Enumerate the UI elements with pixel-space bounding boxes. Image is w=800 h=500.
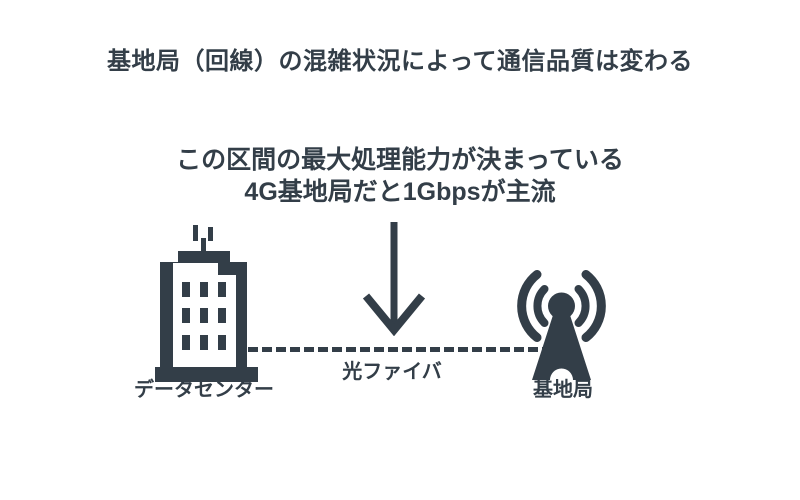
fiber-dashed-line-icon [248,347,546,352]
base-station-antenna-icon [517,270,606,380]
slide-title: 基地局（回線）の混雑状況によって通信品質は変わる [106,48,694,75]
annotation-line1: この区間の最大処理能力が決まっている [176,146,624,174]
fiber-label: 光ファイバ [342,361,442,383]
datacenter-label: データセンター [134,379,274,401]
base-station-label: 基地局 [533,379,593,401]
annotation-text: この区間の最大処理能力が決まっている 4G基地局だと1Gbpsが主流 [0,144,800,208]
down-arrow-icon [362,222,426,336]
annotation-line2: 4G基地局だと1Gbpsが主流 [244,178,556,206]
datacenter-building-icon [155,225,258,382]
